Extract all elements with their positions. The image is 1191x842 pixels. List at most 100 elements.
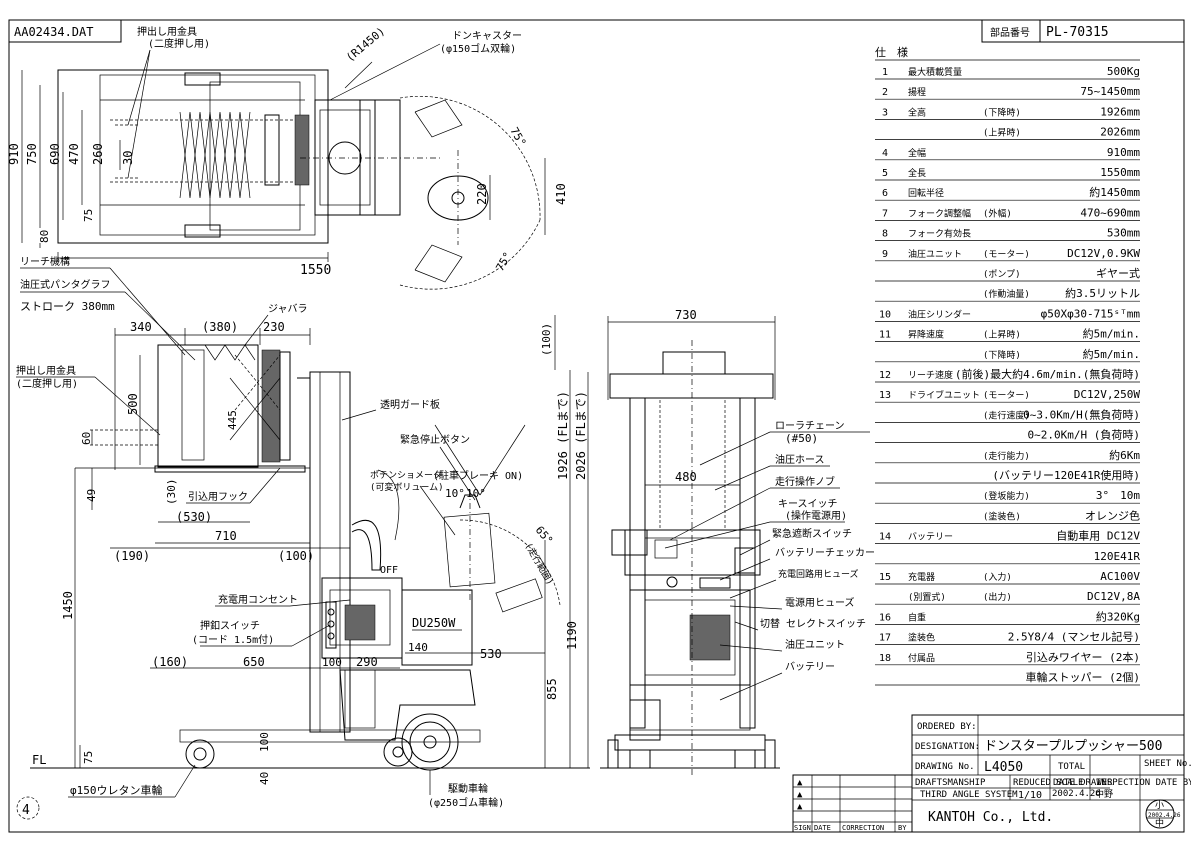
dim-910: 910 bbox=[7, 143, 21, 165]
inspection-stamp bbox=[1145, 799, 1175, 829]
spec-row-no: 5 bbox=[882, 168, 888, 179]
spec-row-no: 10 bbox=[879, 309, 891, 320]
label-caster-spec: (φ150ゴム双輪) bbox=[440, 42, 516, 55]
stamp-bottom: 中 bbox=[1155, 817, 1164, 829]
label-off: OFF bbox=[380, 565, 398, 576]
stamp-date: 2002.4.26 bbox=[1148, 812, 1181, 819]
label-travel-range: (走行範囲) bbox=[522, 541, 556, 588]
dim-30: (30) bbox=[165, 479, 178, 506]
spec-row-value: 0~3.0Km/H(無負荷時) bbox=[1023, 407, 1140, 421]
spec-row-item: 回転半径 bbox=[908, 187, 944, 199]
sheet-no-label: SHEET No. bbox=[1144, 759, 1191, 769]
total-label: TOTAL bbox=[1058, 762, 1085, 772]
spec-row-value: 120E41R bbox=[1094, 550, 1141, 563]
spec-row-no: 1 bbox=[882, 67, 888, 78]
label-push-switch: 押釦スイッチ bbox=[200, 619, 260, 632]
spec-row-item: 充電器 bbox=[908, 571, 935, 583]
dim-75: 75 bbox=[82, 209, 95, 222]
angle-10a: 10° bbox=[445, 487, 465, 500]
spec-row-value: φ50Xφ30-715ˢᵀmm bbox=[1041, 307, 1141, 320]
spec-row-value: 車輪ストッパー (2個) bbox=[1026, 670, 1141, 684]
spec-row-value: 75~1450mm bbox=[1080, 85, 1140, 98]
label-pantograph: 油圧式パンタグラフ bbox=[20, 278, 111, 291]
part-no-label: 部品番号 bbox=[990, 26, 1030, 39]
spec-row-value: 約6Km bbox=[1109, 448, 1140, 462]
label-push-fitting: 押出し用金具 bbox=[137, 25, 197, 38]
label-stroke: ストローク 380mm bbox=[20, 300, 115, 313]
spec-row-value: ギヤー式 bbox=[1096, 267, 1140, 280]
spec-row-condition: (下降時) bbox=[983, 349, 1021, 361]
dim-100a: (100) bbox=[540, 323, 553, 356]
spec-row-value: 1926mm bbox=[1100, 105, 1140, 118]
spec-row-no: 11 bbox=[879, 330, 891, 341]
spec-row-no: 2 bbox=[882, 87, 888, 98]
dim-r1450: (R1450) bbox=[344, 25, 388, 65]
model-label: DU250W bbox=[412, 616, 456, 630]
rev-sign-label: SIGN bbox=[794, 824, 811, 832]
spec-row-condition: (下降時) bbox=[983, 106, 1021, 118]
spec-row-value: 約320Kg bbox=[1096, 609, 1140, 623]
spec-row-item: 最大積載質量 bbox=[908, 66, 962, 78]
spec-row-no: 15 bbox=[879, 572, 891, 583]
revision-mark-2: ▲ bbox=[797, 790, 803, 800]
label-double-push-side: (二度押し用) bbox=[16, 377, 78, 390]
spec-row-value: 約1450mm bbox=[1089, 185, 1140, 199]
label-power-fuse: 電源用ヒューズ bbox=[785, 596, 855, 609]
dim-100d: 100 bbox=[258, 732, 271, 752]
drawer-name: 中野 bbox=[1095, 788, 1113, 800]
part-no-box bbox=[981, 19, 1185, 43]
spec-row-no: 13 bbox=[879, 390, 891, 401]
date-drawer-label: DATE DRAWER bbox=[1053, 778, 1113, 788]
label-emergency-button: 緊急停止ボタン bbox=[400, 433, 470, 446]
label-hook: 引込用フック bbox=[188, 491, 248, 503]
stamp-top: 小 bbox=[1155, 800, 1164, 811]
spec-row-value: 500Kg bbox=[1107, 65, 1140, 78]
sheet-mark: 4 bbox=[22, 803, 30, 818]
spec-row-no: 12 bbox=[879, 370, 891, 381]
spec-row-condition: (モーター) bbox=[983, 390, 1030, 401]
spec-row-item: ドライブユニット bbox=[908, 389, 980, 401]
dim-1190: 1190 bbox=[565, 621, 579, 650]
label-bellows: ジャバラ bbox=[268, 303, 308, 315]
rev-correction-label: CORRECTION bbox=[842, 824, 884, 832]
dim-380: (380) bbox=[202, 320, 238, 334]
spec-row-item: 塗装色 bbox=[908, 632, 935, 644]
dim-100b: (100) bbox=[278, 549, 314, 563]
label-cutoff-switch: 緊急遮断スイッチ bbox=[772, 527, 852, 540]
spec-heading: 仕 様 bbox=[875, 45, 908, 59]
spec-row-value: 0~2.0Km/H (負荷時) bbox=[1028, 429, 1140, 442]
part-no: PL-70315 bbox=[1046, 25, 1109, 40]
spec-row-value: 1550mm bbox=[1100, 166, 1140, 179]
dim-230: 230 bbox=[263, 320, 285, 334]
dim-500: 500 bbox=[126, 393, 140, 415]
dim-260: 260 bbox=[91, 143, 105, 165]
designation: ドンスタープルプッシャー500 bbox=[984, 739, 1162, 754]
label-hydraulic-unit: 油圧ユニット bbox=[785, 638, 845, 651]
dim-445: 445 bbox=[226, 410, 239, 430]
label-reach: リーチ機構 bbox=[20, 255, 70, 268]
dim-470: 470 bbox=[67, 143, 81, 165]
sheet-border bbox=[8, 19, 1185, 833]
label-don-caster: ドンキャスター bbox=[452, 30, 522, 42]
label-roller-no: (#50) bbox=[785, 432, 818, 445]
label-drive-wheel: 駆動車輪 bbox=[448, 782, 488, 795]
spec-row-item: バッテリー bbox=[908, 532, 953, 543]
spec-row-value: 自動車用 DC12V bbox=[1056, 529, 1140, 543]
label-select-switch: 切替 セレクトスイッチ bbox=[760, 617, 866, 630]
spec-row-value: 910mm bbox=[1107, 146, 1140, 159]
spec-row-no: 4 bbox=[882, 148, 888, 159]
label-roller-chain: ローラチェーン bbox=[775, 420, 845, 432]
front-view: 730 480 ローラチェーン (#50) 油圧ホース 走 bbox=[600, 308, 875, 775]
spec-row-value: オレンジ色 bbox=[1085, 508, 1140, 522]
sheet-mark-circle bbox=[16, 796, 40, 820]
drawing-no: L4050 bbox=[984, 760, 1023, 775]
spec-row-item: 油圧シリンダー bbox=[908, 308, 971, 320]
spec-row-condition: (上昇時) bbox=[983, 330, 1021, 341]
dim-160: (160) bbox=[152, 655, 188, 669]
label-charge-fuse: 充電回路用ヒューズ bbox=[778, 568, 859, 580]
label-drive-wheel-spec: (φ250ゴム車輪) bbox=[428, 796, 504, 809]
dim-340: 340 bbox=[130, 320, 152, 334]
